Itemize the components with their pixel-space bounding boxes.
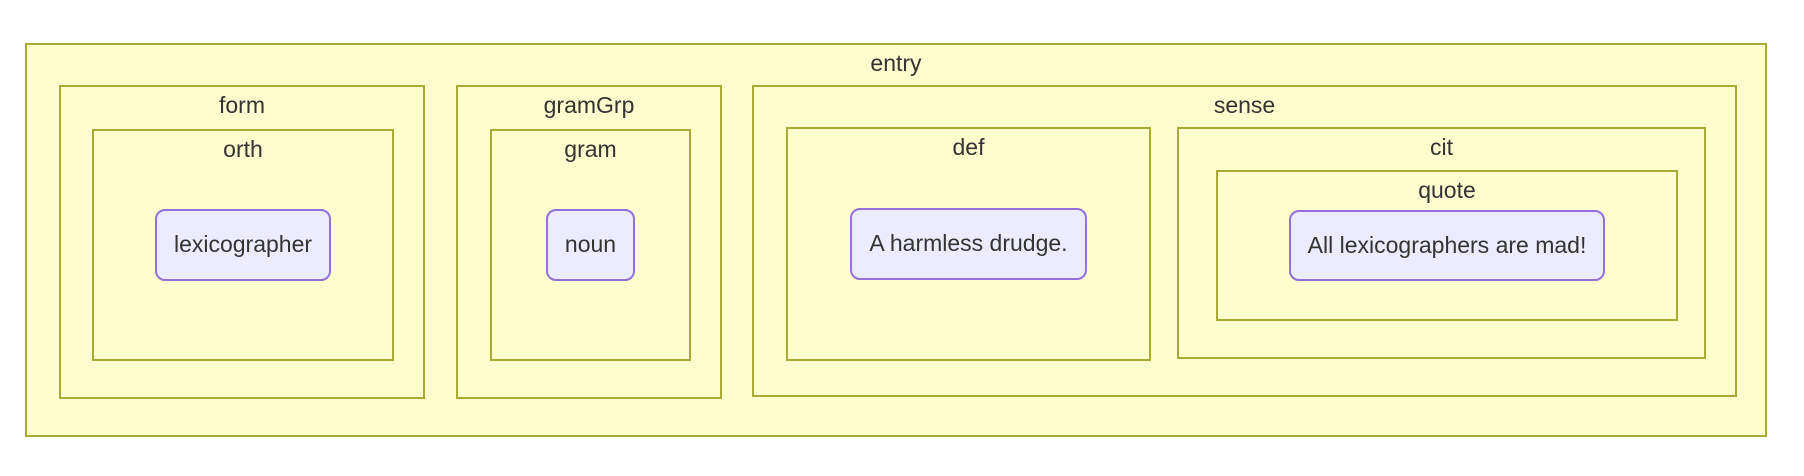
- quote-leaf-node: All lexicographers are mad!: [1288, 209, 1606, 282]
- cit-box: cit quote All lexicographers are mad!: [1177, 127, 1706, 359]
- orth-box: orth lexicographer: [92, 129, 394, 361]
- def-label: def: [952, 134, 985, 160]
- gram-leaf-node: noun: [545, 209, 636, 281]
- gramgrp-label: gramGrp: [543, 92, 635, 118]
- quote-box: quote All lexicographers are mad!: [1216, 170, 1678, 321]
- orth-leaf-holder: lexicographer: [94, 131, 392, 359]
- sense-box: sense def A harmless drudge. cit quote A…: [752, 85, 1737, 397]
- gram-leaf-holder: noun: [492, 131, 689, 359]
- sense-label: sense: [1213, 92, 1276, 118]
- gram-label: gram: [564, 136, 617, 162]
- orth-label: orth: [223, 136, 263, 162]
- form-box: form orth lexicographer: [59, 85, 425, 399]
- def-leaf-node: A harmless drudge.: [850, 208, 1087, 280]
- gramgrp-box: gramGrp gram noun: [456, 85, 722, 399]
- cit-label: cit: [1430, 134, 1453, 160]
- form-label: form: [219, 92, 265, 118]
- entry-box: entry form orth lexicographer gramGrp gr…: [25, 43, 1767, 437]
- gram-box: gram noun: [490, 129, 691, 361]
- orth-leaf-node: lexicographer: [154, 209, 332, 281]
- def-box: def A harmless drudge.: [786, 127, 1151, 361]
- def-leaf-holder: A harmless drudge.: [788, 129, 1149, 359]
- entry-label: entry: [870, 50, 922, 76]
- quote-leaf-holder: All lexicographers are mad!: [1218, 172, 1676, 319]
- quote-label: quote: [1418, 177, 1476, 203]
